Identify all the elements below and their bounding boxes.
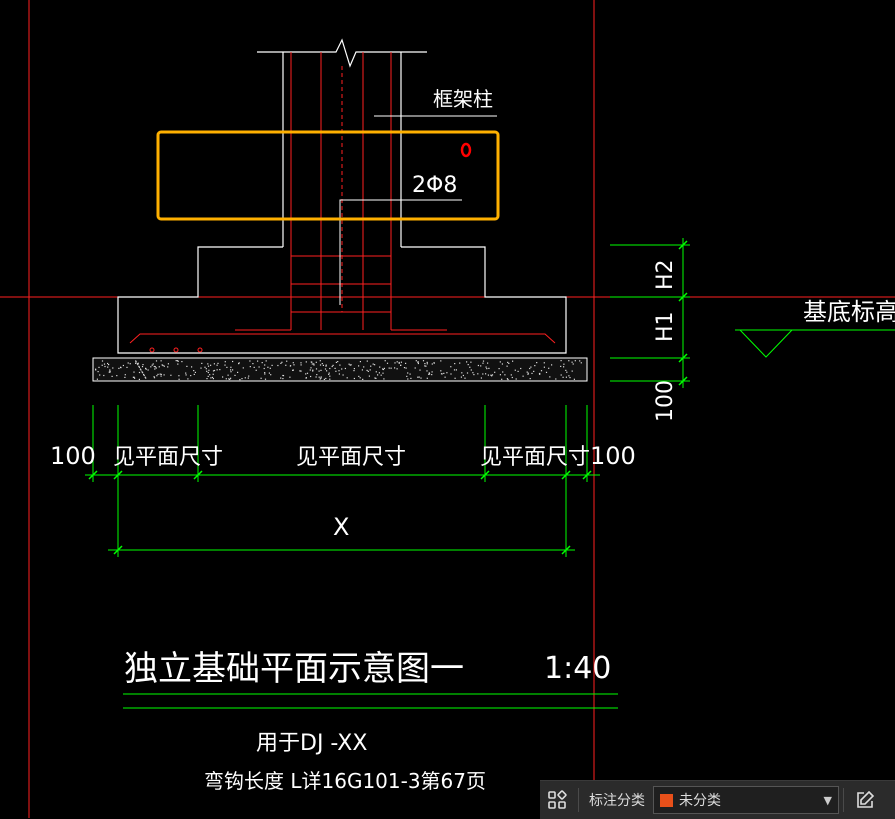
base-level-label: 基底标高 [803, 298, 895, 326]
rebar-label: 2Φ8 [412, 173, 457, 198]
dim-see-plan-left: 见平面尺寸 [113, 445, 223, 470]
marker-dot [460, 142, 472, 158]
drawing-scale: 1:40 [544, 651, 611, 686]
drawing-title: 独立基础平面示意图一 [124, 649, 464, 689]
dim-100-right: 100 [590, 442, 636, 470]
rebar-dots [149, 347, 203, 353]
chevron-down-icon: ▼ [823, 793, 832, 807]
category-select[interactable]: 未分类 ▼ [653, 786, 839, 814]
category-color-swatch [660, 793, 673, 807]
column-label: 框架柱 [433, 87, 493, 111]
dim-h2-label: H2 [653, 259, 678, 290]
selection-highlight[interactable] [156, 130, 500, 221]
dim-100-left: 100 [50, 442, 96, 470]
dim-h1-label: H1 [653, 311, 678, 342]
cushion-speckle [95, 360, 582, 381]
bend-note: 弯钩长度 L详16G101-3第67页 [204, 769, 486, 793]
edit-icon[interactable] [848, 783, 882, 817]
category-select-value: 未分类 [679, 793, 721, 809]
toolbar-divider [578, 788, 579, 812]
dim-see-plan-right: 见平面尺寸 [480, 445, 590, 470]
toolbar-divider [843, 788, 844, 812]
dimension-lines [85, 238, 895, 709]
category-label: 标注分类 [589, 793, 645, 809]
dim-100-vertical: 100 [653, 380, 678, 422]
column-outline [117, 38, 567, 354]
grid-icon[interactable] [540, 783, 574, 817]
annotation-toolbar: 标注分类 未分类 ▼ [540, 780, 895, 819]
column-rebar [129, 52, 556, 344]
leader-lines [339, 115, 497, 305]
dim-see-plan-mid: 见平面尺寸 [296, 445, 406, 470]
dimension-ticks [88, 240, 688, 555]
dim-x-label: X [333, 513, 349, 541]
usage-note: 用于DJ -XX [256, 731, 367, 756]
